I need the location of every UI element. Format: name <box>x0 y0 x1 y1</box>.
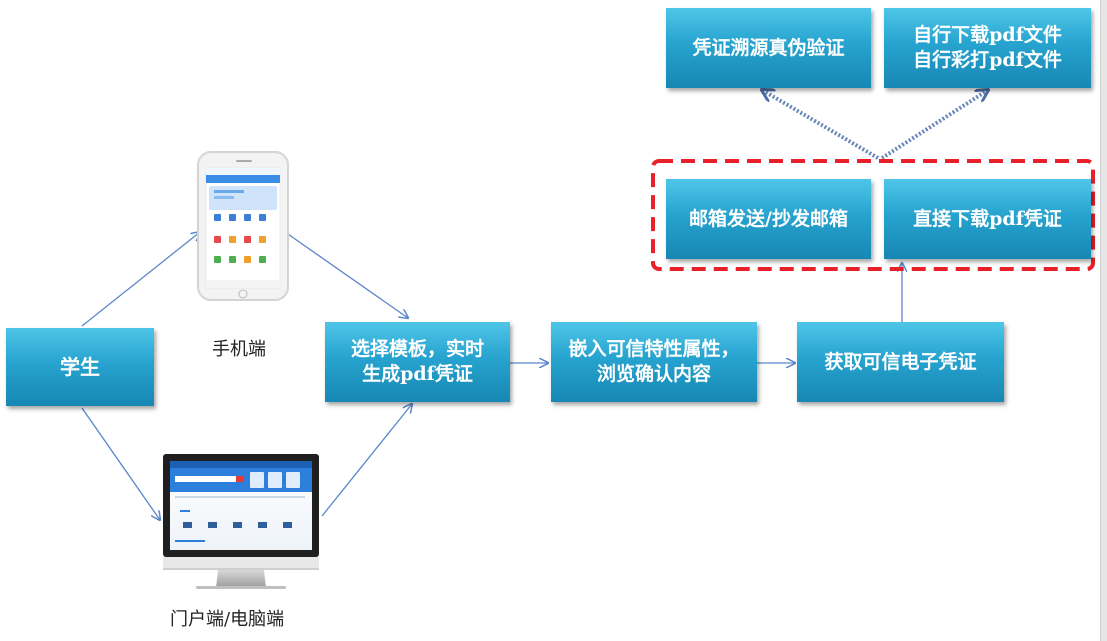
node-select-template: 选择模板，实时 生成pdf凭证 <box>325 322 510 402</box>
dotted-arrow-to-selfprint <box>880 90 988 160</box>
scrollbar[interactable] <box>1100 0 1107 641</box>
arrow-student-to-pc <box>81 407 160 520</box>
node-embed: 嵌入可信特性属性， 浏览确认内容 <box>551 322 757 402</box>
node-email: 邮箱发送/抄发邮箱 <box>666 179 871 259</box>
highlight-frame <box>651 159 1095 271</box>
node-obtain: 获取可信电子凭证 <box>797 322 1004 402</box>
label-pc: 门户端/电脑端 <box>170 609 285 630</box>
dotted-arrow-to-verify <box>762 90 880 160</box>
label-mobile: 手机端 <box>212 339 266 360</box>
arrow-student-to-mobile <box>81 232 200 327</box>
arrow-pc-to-template <box>321 404 412 517</box>
node-student: 学生 <box>6 328 154 406</box>
arrow-mobile-to-template <box>284 231 408 318</box>
node-download: 直接下载pdf凭证 <box>884 179 1091 259</box>
smartphone-icon <box>197 151 289 301</box>
node-selfprint: 自行下载pdf文件 自行彩打pdf文件 <box>884 8 1091 88</box>
node-verify: 凭证溯源真伪验证 <box>666 8 871 88</box>
desktop-monitor-icon <box>163 454 319 589</box>
